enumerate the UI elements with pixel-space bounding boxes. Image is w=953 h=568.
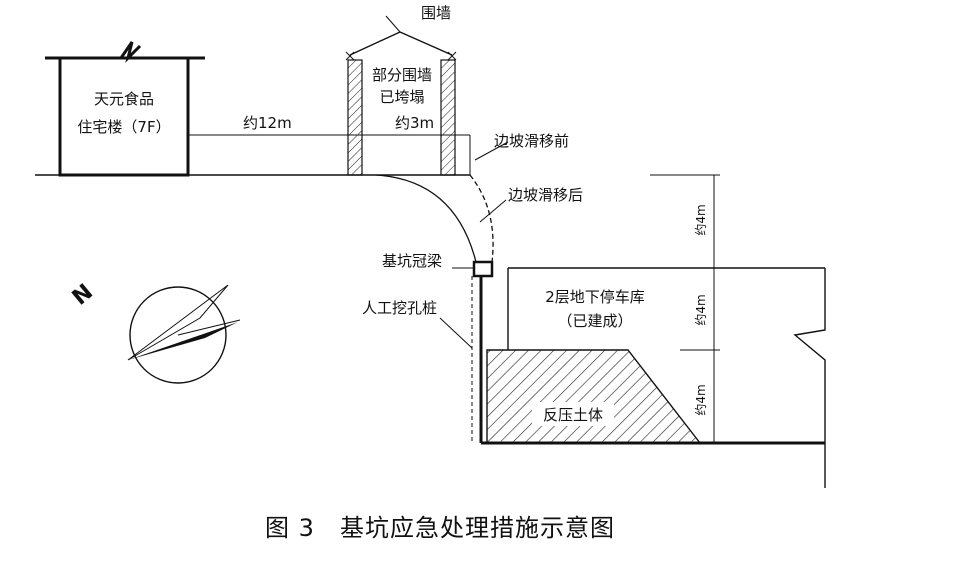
collapsed-wall-line1: 部分围墙 bbox=[372, 66, 432, 84]
north-compass-icon bbox=[127, 284, 241, 384]
underground-garage bbox=[507, 267, 826, 488]
pile-leader bbox=[439, 317, 473, 349]
fence-wall-label: 围墙 bbox=[421, 4, 451, 22]
crown-beam-label: 基坑冠梁 bbox=[382, 252, 442, 270]
building-floors: 住宅楼（7F） bbox=[77, 118, 170, 136]
slope-after-label: 边坡滑移后 bbox=[508, 186, 583, 204]
garage-label-line2: （已建成） bbox=[557, 312, 632, 330]
pile-label: 人工挖孔桩 bbox=[362, 299, 437, 317]
slope-before-leader bbox=[474, 141, 509, 161]
slope-after-curve bbox=[375, 174, 477, 263]
figure-caption: 图 3 基坑应急处理措施示意图 bbox=[265, 514, 615, 542]
slope-before-curve bbox=[469, 174, 494, 263]
residential-building: 天元食品 住宅楼（7F） bbox=[45, 41, 205, 177]
depth-bot-label: 约4m bbox=[693, 384, 708, 415]
backfill-label: 反压土体 bbox=[543, 406, 603, 424]
slope-after-leader bbox=[479, 199, 507, 223]
garage-label-line1: 2层地下停车库 bbox=[545, 288, 645, 306]
depth-dimensions bbox=[650, 174, 720, 443]
backfill-soil bbox=[486, 349, 702, 444]
backfill-label-bg bbox=[532, 402, 614, 426]
fence-wall bbox=[345, 15, 457, 176]
depth-top-label: 约4m bbox=[693, 204, 708, 235]
collapsed-wall-line2: 已垮塌 bbox=[379, 88, 424, 106]
north-label: N bbox=[68, 280, 98, 311]
depth-mid-label: 约4m bbox=[693, 294, 708, 325]
distance-3m-label: 约3m bbox=[395, 114, 434, 132]
distance-12m-label: 约12m bbox=[243, 114, 292, 132]
crown-beam bbox=[472, 260, 494, 278]
building-name: 天元食品 bbox=[94, 90, 154, 108]
slope-before-label: 边坡滑移前 bbox=[494, 132, 569, 150]
